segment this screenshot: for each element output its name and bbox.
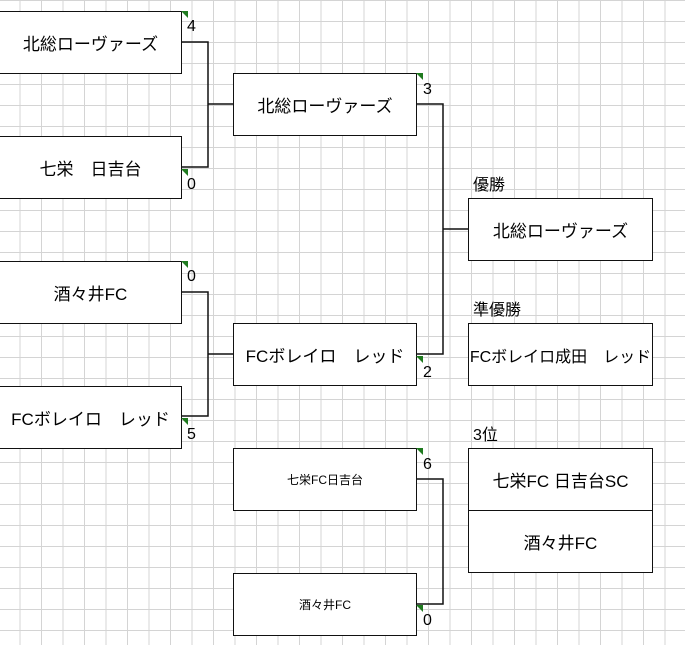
round1-team-4: FCボレイロ レッド bbox=[0, 386, 182, 449]
team-name: 七栄FC日吉台 bbox=[287, 473, 363, 487]
round1-team-2: 七栄 日吉台 bbox=[0, 136, 182, 199]
third-match-score-1: 6 bbox=[423, 456, 432, 473]
fourth-place-box: 酒々井FC bbox=[468, 510, 653, 573]
score-marker bbox=[181, 11, 188, 18]
team-name: FCボレイロ レッド bbox=[11, 410, 170, 429]
semi-score-top: 3 bbox=[423, 81, 432, 98]
champion-box: 北総ローヴァーズ bbox=[468, 198, 653, 261]
team-name: FCボレイロ成田 レッド bbox=[469, 348, 652, 366]
semi-team-top: 北総ローヴァーズ bbox=[233, 73, 417, 136]
team-name: FCボレイロ レッド bbox=[245, 347, 405, 366]
round1-score-3: 0 bbox=[187, 268, 196, 285]
team-name: 酒々井FC bbox=[53, 285, 128, 304]
score-marker bbox=[181, 261, 188, 268]
score-marker bbox=[181, 169, 188, 176]
score-marker bbox=[416, 448, 423, 455]
third-match-team-2: 酒々井FC bbox=[233, 573, 417, 636]
third-place-box: 七栄FC 日吉台SC bbox=[468, 448, 653, 511]
score-marker bbox=[416, 73, 423, 80]
round1-team-3: 酒々井FC bbox=[0, 261, 182, 324]
semi-team-bottom: FCボレイロ レッド bbox=[233, 323, 417, 386]
round1-score-4: 5 bbox=[187, 426, 196, 443]
runner-up-box: FCボレイロ成田 レッド bbox=[468, 323, 653, 386]
team-name: 七栄 日吉台 bbox=[39, 160, 142, 179]
team-name: 北総ローヴァーズ bbox=[257, 97, 393, 116]
team-name: 酒々井FC bbox=[523, 534, 598, 553]
round1-score-1: 4 bbox=[187, 18, 196, 35]
third-place-label: 3位 bbox=[473, 427, 498, 444]
champion-label: 優勝 bbox=[473, 177, 506, 194]
third-match-score-2: 0 bbox=[423, 612, 432, 629]
semi-score-bottom: 2 bbox=[423, 364, 432, 381]
team-name: 北総ローヴァーズ bbox=[22, 35, 159, 54]
round1-score-2: 0 bbox=[187, 176, 196, 193]
team-name: 七栄FC 日吉台SC bbox=[492, 472, 629, 491]
score-marker bbox=[181, 418, 188, 425]
team-name: 北総ローヴァーズ bbox=[492, 222, 629, 241]
round1-team-1: 北総ローヴァーズ bbox=[0, 11, 182, 74]
score-marker bbox=[416, 605, 423, 612]
runner-up-label: 準優勝 bbox=[473, 302, 522, 319]
team-name: 酒々井FC bbox=[299, 598, 351, 612]
score-marker bbox=[416, 356, 423, 363]
third-match-team-1: 七栄FC日吉台 bbox=[233, 448, 417, 511]
